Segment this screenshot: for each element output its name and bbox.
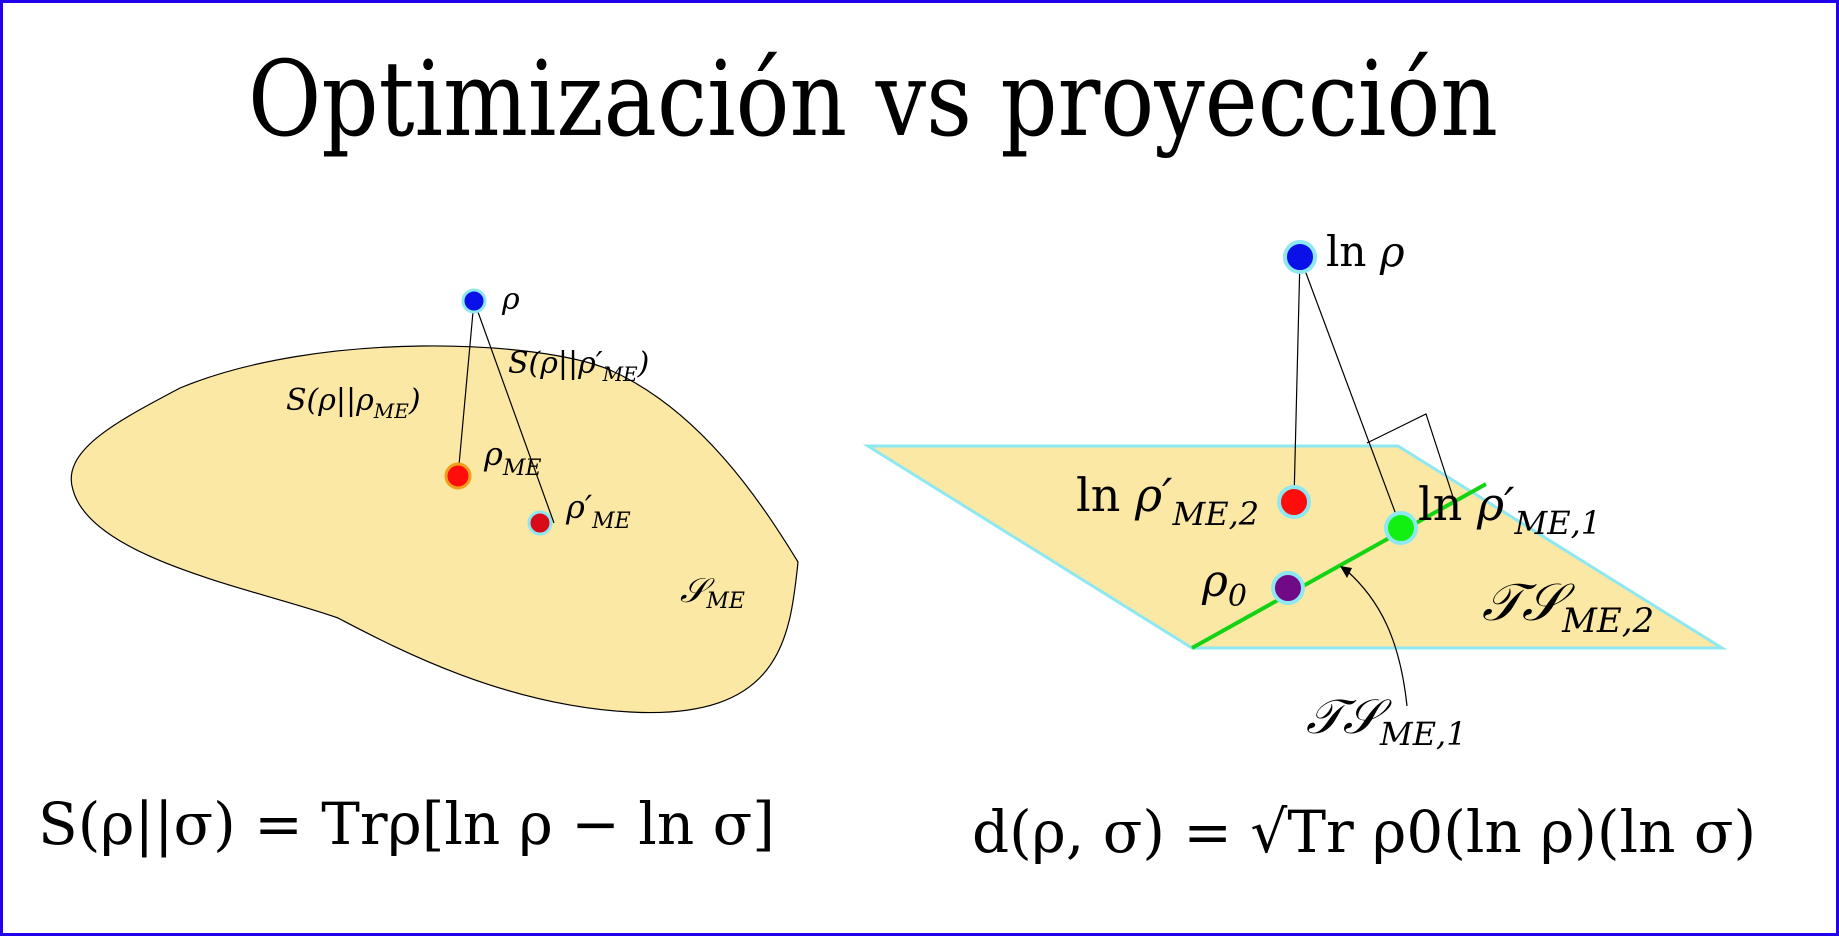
tangent-plane — [862, 444, 1728, 650]
relative-entropy-formula: S(ρ||σ) = Trρ[ln ρ − ln σ] — [38, 790, 775, 858]
slide-title: Optimización vs proyección — [248, 38, 1498, 160]
rho-me-prime-point — [527, 510, 553, 536]
rel-entropy-line-me — [457, 300, 475, 477]
projection-line-slanted — [1299, 256, 1402, 529]
projection-line-vertical — [1293, 256, 1301, 501]
rho0-label: ρ0 — [1201, 556, 1247, 614]
right-angle-marker — [1366, 413, 1454, 498]
manifold-region — [70, 345, 799, 714]
rel-entropy-line-me-prime — [473, 300, 555, 524]
line-label: 𝒯𝒮ME,1 — [1306, 689, 1467, 753]
tangent-line — [1191, 482, 1487, 650]
distance-formula: d(ρ, σ) = √Tr ρ0(ln ρ)(ln σ) — [972, 798, 1757, 866]
right-diagram: ln ρ ln ρ′ME,2 ln ρ′ME,1 ρ0 𝒯𝒮ME,2 𝒯𝒮ME,… — [862, 227, 1728, 753]
rel-entropy-prime-label: S(ρ||ρ′ME) — [508, 346, 649, 386]
rho-point — [461, 288, 487, 314]
ln-rho-label: ln ρ — [1326, 227, 1405, 276]
rho-label: ρ — [501, 282, 520, 317]
ln-rho-me1-point — [1384, 511, 1418, 545]
rho0-point — [1271, 571, 1305, 605]
line-label-arrow — [1345, 569, 1408, 707]
rho-me-point — [444, 462, 472, 490]
arrowhead — [1340, 566, 1352, 578]
left-diagram: ρ S(ρ||ρME) S(ρ||ρ′ME) ρME ρ′ME 𝒮ME — [70, 282, 799, 714]
ln-rho-me2-point — [1277, 485, 1311, 519]
ln-rho-point — [1283, 240, 1317, 274]
